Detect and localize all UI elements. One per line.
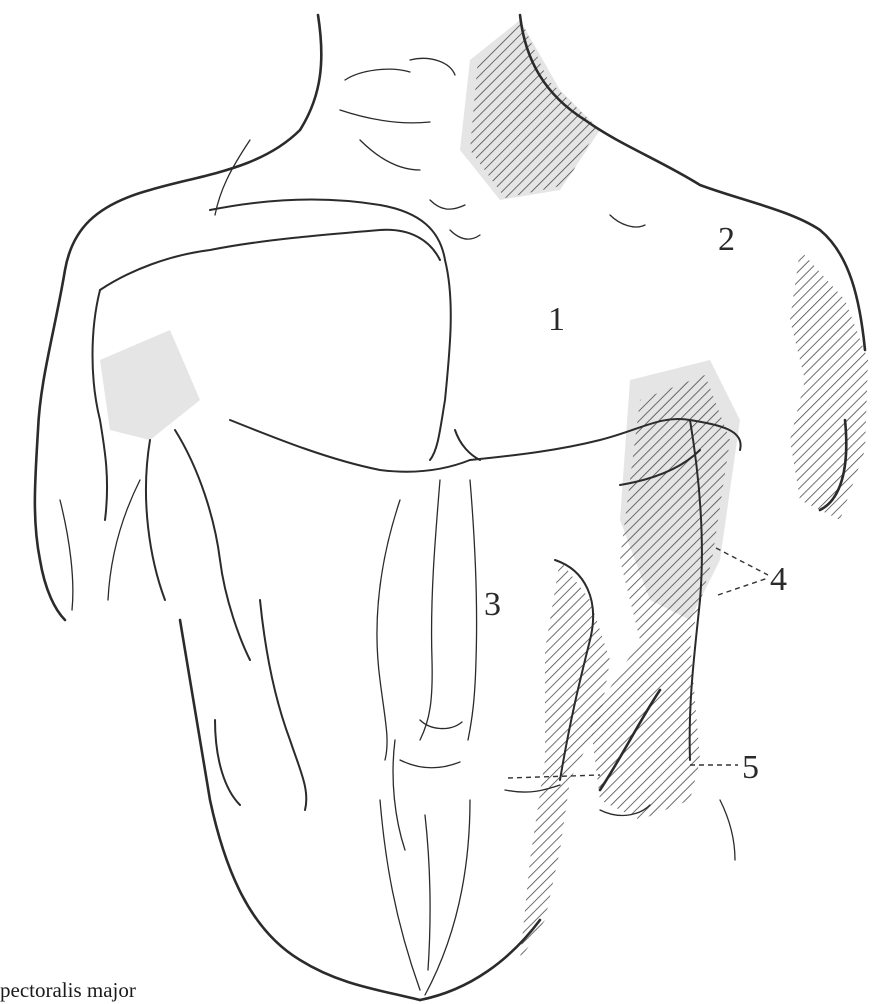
label-2: 2 <box>718 221 735 258</box>
label-3: 3 <box>484 586 501 623</box>
torso-outline <box>35 15 865 1000</box>
label-5: 5 <box>742 749 759 786</box>
figure-caption: pectoralis major <box>0 978 136 1003</box>
label-1: 1 <box>548 301 565 338</box>
label-4: 4 <box>770 561 787 598</box>
